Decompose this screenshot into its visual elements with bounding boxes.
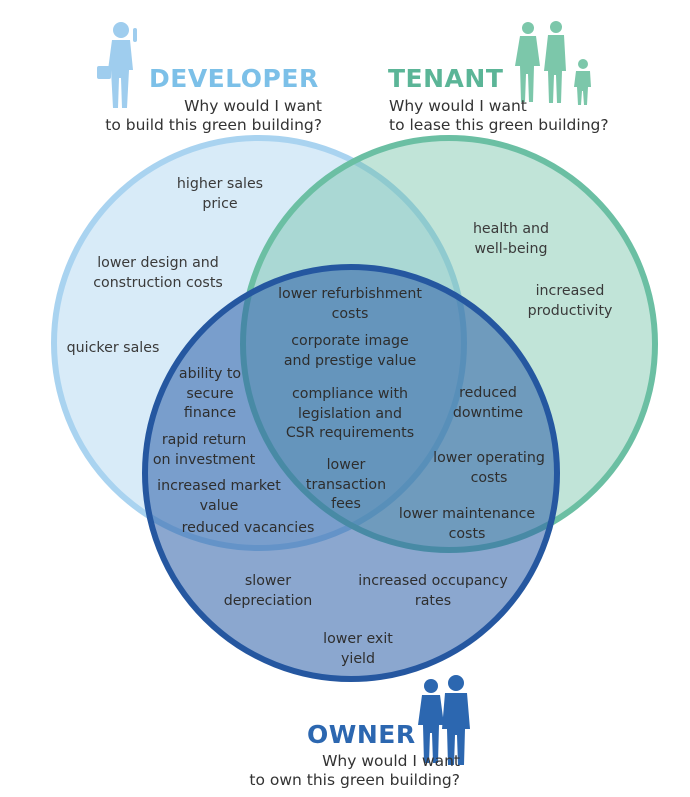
owner-title: OWNER xyxy=(307,720,416,749)
label-line: secure xyxy=(186,385,234,402)
label-line: increased market xyxy=(157,478,281,494)
label-line: costs xyxy=(331,305,369,322)
owner-circle xyxy=(142,264,560,682)
label-line: finance xyxy=(183,405,237,421)
developer-question-line-2: to build this green building? xyxy=(105,116,322,134)
label-line: lower maintenance xyxy=(398,506,536,522)
label-line: value xyxy=(199,497,239,514)
label-lower-transaction-fees: lower transaction fees xyxy=(306,456,386,515)
label-line: corporate image xyxy=(291,333,409,349)
owner-question-line-1: Why would I want xyxy=(322,752,460,770)
label-compliance-legislation-csr: compliance with legislation and CSR requ… xyxy=(286,385,414,444)
label-line: depreciation xyxy=(223,592,313,609)
label-line: transaction xyxy=(305,476,387,493)
label-line: rates xyxy=(414,592,452,609)
label-line: productivity xyxy=(527,302,613,319)
label-increased-productivity: increased productivity xyxy=(528,282,613,321)
label-rapid-return-on-investment: rapid return on investment xyxy=(153,431,255,470)
label-reduced-downtime: reduced downtime xyxy=(453,384,523,423)
label-increased-market-value: increased market value xyxy=(157,477,281,516)
label-line: downtime xyxy=(452,404,524,421)
label-line: lower design and xyxy=(97,255,219,271)
label-line: well-being xyxy=(474,240,548,257)
label-line: reduced xyxy=(459,385,517,401)
label-line: fees xyxy=(331,496,361,512)
label-health-well-being: health and well-being xyxy=(473,220,549,259)
label-lower-operating-costs: lower operating costs xyxy=(433,449,545,488)
label-line: health and xyxy=(472,221,550,237)
label-lower-refurbishment-costs: lower refurbishment costs xyxy=(278,285,422,324)
label-line: price xyxy=(202,195,238,212)
label-line: costs xyxy=(448,525,486,542)
label-line: and prestige value xyxy=(283,352,417,369)
label-line: lower xyxy=(326,457,366,473)
owner-question: Why would I want to own this green build… xyxy=(200,752,460,790)
label-higher-sales-price: higher sales price xyxy=(177,175,263,214)
businessman-phone-briefcase-icon xyxy=(97,22,137,108)
tenant-question: Why would I want to lease this green bui… xyxy=(389,97,649,135)
label-line: CSR requirements xyxy=(285,425,415,441)
developer-title: DEVELOPER xyxy=(149,64,319,93)
developer-question-line-1: Why would I want xyxy=(184,97,322,115)
label-line: rapid return xyxy=(161,432,247,448)
label-line: yield xyxy=(340,650,375,667)
label-line: lower refurbishment xyxy=(278,286,422,302)
label-line: lower operating xyxy=(433,450,545,466)
family-walking-icon xyxy=(515,21,591,105)
label-line: slower xyxy=(244,573,292,589)
label-ability-to-secure-finance: ability to secure finance xyxy=(179,365,241,424)
label-quicker-sales: quicker sales xyxy=(67,339,160,359)
developer-question: Why would I want to build this green bui… xyxy=(72,97,322,135)
label-increased-occupancy-rates: increased occupancy rates xyxy=(358,572,507,611)
label-line: reduced vacancies xyxy=(181,520,315,536)
label-line: higher sales xyxy=(176,176,264,192)
owner-question-line-2: to own this green building? xyxy=(249,771,460,789)
tenant-title: TENANT xyxy=(388,64,504,93)
label-line: ability to xyxy=(178,366,242,382)
label-line: increased occupancy xyxy=(358,573,508,589)
label-line: increased xyxy=(535,283,605,299)
label-line: quicker sales xyxy=(66,340,160,356)
label-line: on investment xyxy=(152,451,256,468)
label-line: compliance with xyxy=(291,386,408,402)
label-lower-exit-yield: lower exit yield xyxy=(323,630,393,669)
label-lower-design-construction-costs: lower design and construction costs xyxy=(93,254,223,293)
label-lower-maintenance-costs: lower maintenance costs xyxy=(399,505,535,544)
tenant-question-line-1: Why would I want xyxy=(389,97,527,115)
label-line: construction costs xyxy=(93,274,223,291)
label-corporate-image-prestige-value: corporate image and prestige value xyxy=(284,332,416,371)
label-reduced-vacancies: reduced vacancies xyxy=(182,519,315,539)
label-slower-depreciation: slower depreciation xyxy=(224,572,313,611)
label-line: lower exit xyxy=(323,631,393,647)
business-couple-icon xyxy=(418,675,470,765)
label-line: legislation and xyxy=(297,405,403,422)
label-line: costs xyxy=(470,469,508,486)
tenant-question-line-2: to lease this green building? xyxy=(389,116,609,134)
